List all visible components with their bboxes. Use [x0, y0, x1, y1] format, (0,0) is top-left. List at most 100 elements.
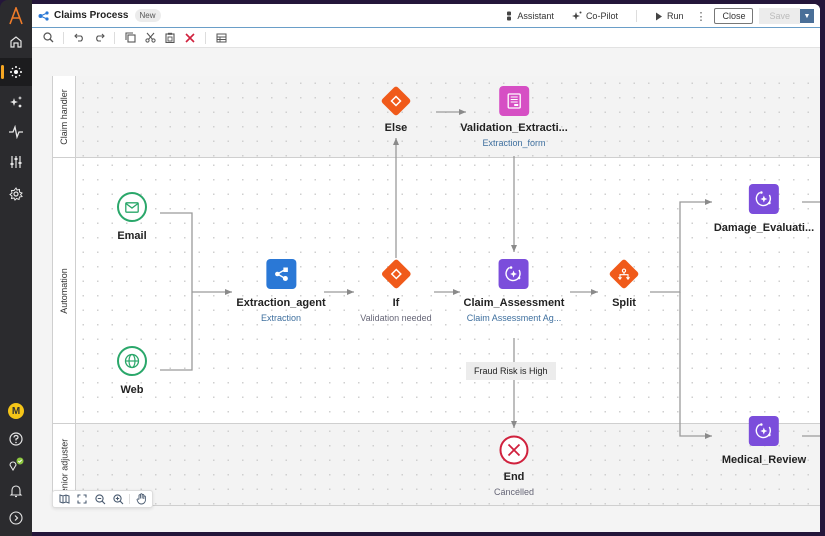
save-button[interactable]: Save — [759, 8, 800, 24]
search-button[interactable] — [40, 30, 56, 46]
node-email[interactable]: Email — [117, 192, 147, 242]
hand-icon — [136, 493, 146, 505]
node-name: Email — [117, 230, 147, 242]
mail-icon — [125, 201, 139, 213]
node-else[interactable]: Else — [380, 85, 412, 134]
properties-button[interactable] — [213, 30, 229, 46]
nav-home[interactable] — [0, 28, 32, 56]
copy-icon — [124, 32, 136, 43]
fit-to-screen-button[interactable] — [75, 492, 89, 506]
redo-icon — [95, 33, 105, 42]
more-options-button[interactable]: ⋮ — [695, 10, 706, 23]
nav-notifications[interactable] — [0, 477, 32, 505]
trigger-circle — [117, 192, 147, 222]
sparkle-icon — [10, 96, 22, 108]
user-avatar-button[interactable]: M — [0, 397, 32, 425]
scissors-icon — [144, 32, 156, 43]
edge-split-damage[interactable] — [650, 199, 712, 293]
save-options-dropdown[interactable]: ▼ — [800, 9, 814, 23]
copy-button[interactable] — [122, 30, 138, 46]
gateway-shape — [380, 85, 412, 117]
nav-process[interactable] — [0, 58, 32, 86]
minimap-button[interactable] — [57, 492, 71, 506]
diagram-canvas[interactable]: Claim handler Automation Senior adjuster — [52, 76, 820, 506]
nav-agents[interactable] — [0, 88, 32, 116]
app-logo[interactable] — [0, 2, 32, 30]
edge-email-merge[interactable] — [160, 212, 193, 292]
fit-screen-icon — [77, 494, 87, 504]
kebab-icon: ⋮ — [695, 10, 707, 23]
node-web[interactable]: Web — [117, 346, 147, 396]
map-icon — [59, 494, 69, 504]
process-title: Claims Process New — [38, 9, 161, 22]
assistant-label: Assistant — [517, 11, 554, 21]
node-name: End — [503, 471, 525, 483]
chevron-right-icon — [9, 511, 23, 525]
node-claim-assessment[interactable]: Claim_Assessment Claim Assessment Ag... — [463, 259, 565, 323]
run-button[interactable]: Run — [655, 11, 683, 21]
header-divider — [635, 10, 637, 22]
location-check-icon — [9, 457, 24, 471]
zoom-in-icon — [112, 493, 123, 504]
edge-web-merge[interactable] — [160, 292, 193, 371]
redo-button[interactable] — [91, 30, 107, 46]
logo-icon — [9, 7, 23, 25]
assistant-button[interactable]: Assistant — [505, 11, 554, 21]
node-split[interactable]: Split — [608, 258, 640, 309]
bell-icon — [9, 485, 23, 498]
caret-down-icon: ▼ — [803, 12, 811, 20]
help-icon — [9, 432, 23, 446]
node-subtitle: Cancelled — [493, 487, 535, 497]
copilot-button[interactable]: Co-Pilot — [571, 11, 618, 21]
grid-dots — [76, 424, 820, 505]
process-editor: Claims Process New Assistant Co-Pilot Ru… — [32, 4, 820, 532]
nav-monitoring[interactable] — [0, 118, 32, 146]
canvas-zoom-controls — [52, 490, 153, 508]
sliders-icon — [10, 156, 22, 168]
node-name: Web — [120, 384, 144, 396]
copilot-icon — [571, 11, 582, 20]
zoom-divider — [129, 494, 130, 504]
toolbar-divider — [114, 31, 115, 44]
node-subtitle: Extraction — [260, 313, 302, 323]
node-end[interactable]: End Cancelled — [494, 435, 534, 497]
lane-header[interactable]: Automation — [52, 158, 76, 423]
paste-button[interactable] — [162, 30, 178, 46]
nav-location-status[interactable] — [0, 450, 32, 478]
agent-orbit-icon — [505, 266, 522, 282]
node-medical-review[interactable]: Medical_Review — [722, 416, 806, 466]
form-icon — [507, 93, 521, 109]
node-icon-box — [749, 416, 779, 446]
cut-button[interactable] — [142, 30, 158, 46]
pan-tool-button[interactable] — [134, 492, 148, 506]
node-extraction-agent[interactable]: Extraction_agent Extraction — [236, 259, 326, 323]
process-flow-icon — [38, 10, 49, 21]
share-nodes-icon — [274, 267, 288, 281]
node-damage-evaluation[interactable]: Damage_Evaluati... — [714, 184, 814, 234]
gateway-diamond-icon — [390, 95, 402, 107]
zoom-in-button[interactable] — [111, 492, 125, 506]
node-name: If — [392, 297, 400, 309]
zoom-out-button[interactable] — [93, 492, 107, 506]
delete-button[interactable] — [182, 30, 198, 46]
node-name: Else — [384, 122, 408, 134]
nav-settings[interactable] — [0, 180, 32, 208]
node-name: Validation_Extracti... — [460, 122, 568, 134]
gateway-diamond-icon — [390, 268, 402, 280]
node-subtitle: Validation needed — [360, 313, 432, 323]
node-validation-extraction[interactable]: Validation_Extracti... Extraction_form — [460, 86, 568, 148]
nav-controls[interactable] — [0, 148, 32, 176]
process-title-text: Claims Process — [54, 10, 129, 21]
close-button[interactable]: Close — [714, 8, 754, 24]
edge-condition-label[interactable]: Fraud Risk is High — [466, 362, 556, 380]
connector-layer — [160, 109, 820, 439]
node-if[interactable]: If Validation needed — [360, 258, 432, 323]
zoom-out-icon — [94, 493, 105, 504]
undo-icon — [73, 33, 83, 42]
expand-rail-button[interactable] — [0, 504, 32, 532]
undo-button[interactable] — [71, 30, 87, 46]
edge-split-medical[interactable] — [679, 292, 712, 439]
nav-help[interactable] — [0, 425, 32, 453]
node-name: Claim_Assessment — [463, 297, 565, 309]
lane-header[interactable]: Claim handler — [52, 76, 76, 157]
